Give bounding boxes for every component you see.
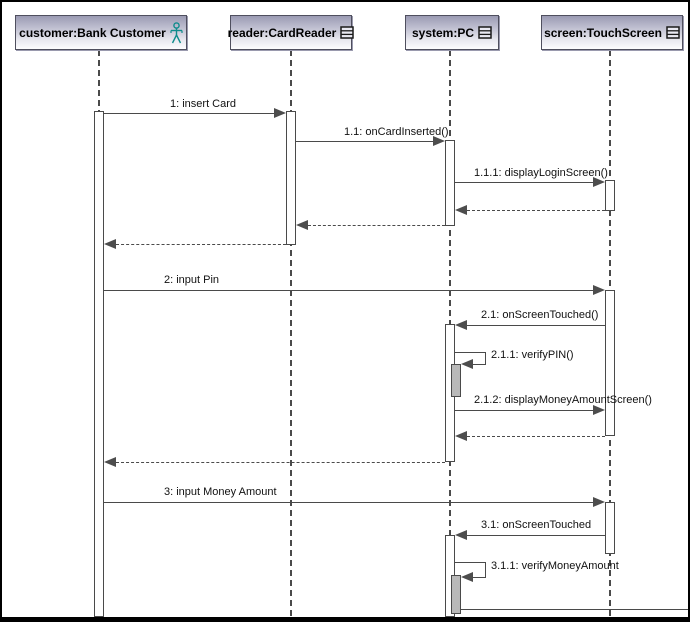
arrowhead-left-icon xyxy=(455,205,467,215)
arrowhead-left-icon xyxy=(455,431,467,441)
message-label-input-money-amount[interactable]: 3: input Money Amount xyxy=(164,486,277,498)
self-message-verifypin-side xyxy=(485,352,486,364)
message-label-onscreentouched-2[interactable]: 3.1: onScreenTouched xyxy=(481,519,592,531)
message-line-displaymoneyamountscreen[interactable] xyxy=(455,410,593,411)
self-message-verifypin-top[interactable] xyxy=(455,352,486,353)
arrowhead-right-icon xyxy=(593,285,605,295)
message-label-input-pin[interactable]: 2: input Pin xyxy=(164,274,220,286)
arrowhead-right-icon xyxy=(593,497,605,507)
activation-bar-screen-1[interactable] xyxy=(605,180,615,211)
lifeline-header-reader[interactable]: reader:CardReader xyxy=(227,15,355,50)
self-message-verifypin-bottom xyxy=(473,364,486,365)
lifeline-reader[interactable] xyxy=(290,50,292,617)
message-line-partial-cut-off[interactable] xyxy=(461,609,688,610)
arrowhead-right-icon xyxy=(593,177,605,187)
lifeline-header-system[interactable]: system:PC xyxy=(405,15,499,50)
message-label-displaymoneyamountscreen[interactable]: 2.1.2: displayMoneyAmountScreen() xyxy=(474,394,652,406)
message-line-onscreentouched-2[interactable] xyxy=(467,535,605,536)
activation-bar-screen-2[interactable] xyxy=(605,290,615,436)
arrowhead-left-icon xyxy=(461,359,473,369)
message-line-insert-card[interactable] xyxy=(104,113,274,114)
message-label-onscreentouched-1[interactable]: 2.1: onScreenTouched() xyxy=(481,309,599,321)
lifeline-header-customer[interactable]: customer:Bank Customer xyxy=(15,15,187,50)
return-line-screen-to-system-2[interactable] xyxy=(467,436,605,437)
nested-activation-bar-system-1[interactable] xyxy=(451,364,461,397)
arrowhead-left-icon xyxy=(461,572,473,582)
lifeline-label: system:PC xyxy=(411,25,475,40)
return-line-reader-to-customer[interactable] xyxy=(116,244,286,245)
arrowhead-left-icon xyxy=(455,320,467,330)
class-icon xyxy=(666,26,680,39)
message-label-oncardinserted[interactable]: 1.1: onCardInserted() xyxy=(344,126,449,138)
activation-bar-system-1[interactable] xyxy=(445,140,455,226)
message-line-input-money-amount[interactable] xyxy=(104,502,593,503)
return-line-screen-to-system[interactable] xyxy=(467,210,605,211)
arrowhead-right-icon xyxy=(274,108,286,118)
message-label-verifypin[interactable]: 2.1.1: verifyPIN() xyxy=(491,349,574,361)
arrowhead-right-icon xyxy=(433,136,445,146)
activation-bar-reader[interactable] xyxy=(286,111,296,245)
class-icon xyxy=(340,26,355,39)
nested-activation-bar-system-2[interactable] xyxy=(451,575,461,614)
return-line-system-to-reader[interactable] xyxy=(308,225,445,226)
actor-icon xyxy=(170,21,183,44)
message-line-onscreentouched-1[interactable] xyxy=(467,325,605,326)
lifeline-label: screen:TouchScreen xyxy=(544,25,662,40)
lifeline-label: reader:CardReader xyxy=(227,25,337,40)
message-label-verifymoneyamount[interactable]: 3.1.1: verifyMoneyAmount xyxy=(491,560,619,572)
activation-bar-screen-3[interactable] xyxy=(605,502,615,554)
message-line-input-pin[interactable] xyxy=(104,290,593,291)
return-line-system-to-customer[interactable] xyxy=(116,462,445,463)
message-label-displayloginscreen[interactable]: 1.1.1: displayLoginScreen() xyxy=(474,167,608,179)
message-line-oncardinserted[interactable] xyxy=(296,141,433,142)
lifeline-label: customer:Bank Customer xyxy=(19,25,166,40)
message-label-insert-card[interactable]: 1: insert Card xyxy=(170,98,237,110)
self-message-verifymoneyamount-side xyxy=(485,562,486,577)
message-line-displayloginscreen[interactable] xyxy=(455,182,593,183)
self-message-verifymoneyamount-top[interactable] xyxy=(455,562,486,563)
arrowhead-left-icon xyxy=(455,530,467,540)
arrowhead-left-icon xyxy=(104,239,116,249)
self-message-verifymoneyamount-bottom xyxy=(473,577,486,578)
arrowhead-right-icon xyxy=(593,405,605,415)
arrowhead-left-icon xyxy=(104,457,116,467)
arrowhead-left-icon xyxy=(296,220,308,230)
lifeline-header-screen[interactable]: screen:TouchScreen xyxy=(541,15,683,50)
class-icon xyxy=(478,26,492,39)
activation-bar-customer[interactable] xyxy=(94,111,104,617)
